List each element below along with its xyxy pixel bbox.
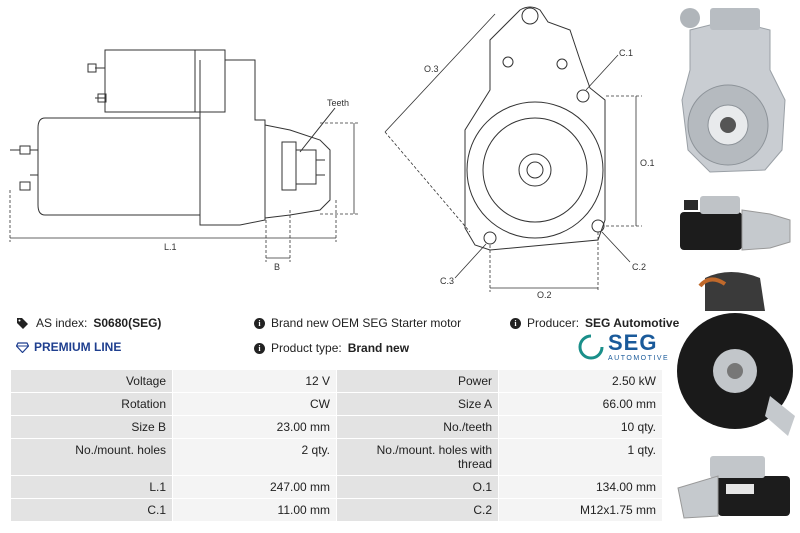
dim-c1-label: C.1 <box>619 48 633 58</box>
info-icon: i <box>254 317 265 329</box>
as-index-label: AS index: <box>36 316 88 330</box>
spec-value: 66.00 mm <box>498 392 663 416</box>
producer-label: Producer: <box>527 316 580 330</box>
table-row: No./mount. holes 2 qty. No./mount. holes… <box>10 438 663 476</box>
diamond-icon <box>16 341 29 353</box>
product-description: Brand new OEM SEG Starter motor <box>271 316 462 330</box>
product-photo-side-top[interactable] <box>670 190 800 262</box>
table-row: L.1 247.00 mm O.1 134.00 mm <box>10 475 663 499</box>
dim-o2-label: O.2 <box>537 290 552 300</box>
spec-label: O.1 <box>336 475 499 499</box>
spec-value: 2 qty. <box>172 438 337 476</box>
as-index-row: AS index: S0680(SEG) <box>16 316 161 330</box>
logo-sub-text: AUTOMOTIVE <box>608 355 670 362</box>
dim-c2-label: C.2 <box>632 262 646 272</box>
dim-l1-label: L.1 <box>164 242 177 252</box>
premium-line-badge: PREMIUM LINE <box>16 340 121 354</box>
logo-main-text: SEG <box>608 330 658 355</box>
spec-value: 10 qty. <box>498 415 663 439</box>
spec-label: Size B <box>10 415 173 439</box>
product-photo-rear[interactable] <box>670 266 800 444</box>
dim-b-label: B <box>274 262 280 272</box>
info-icon: i <box>254 342 265 354</box>
producer-value: SEG Automotive <box>585 316 680 330</box>
product-type-row: i Product type: Brand new <box>254 341 409 355</box>
producer-row: i Producer: SEG Automotive <box>510 316 679 330</box>
description-row: i Brand new OEM SEG Starter motor <box>254 316 461 330</box>
spec-value: 134.00 mm <box>498 475 663 499</box>
info-icon: i <box>510 317 521 329</box>
product-photo-side-bottom[interactable] <box>670 446 800 533</box>
seg-logo-mark-icon <box>578 334 604 360</box>
spec-label: Power <box>336 369 499 393</box>
spec-value: 11.00 mm <box>172 498 337 522</box>
dim-o3-label: O.3 <box>424 64 439 74</box>
dim-o1-label: O.1 <box>640 158 655 168</box>
front-view-drawing: O.3 C.1 O.1 C.2 C.3 O.2 <box>384 6 655 300</box>
table-row: Rotation CW Size A 66.00 mm <box>10 392 663 416</box>
spec-value: 12 V <box>172 369 337 393</box>
spec-value: 1 qty. <box>498 438 663 476</box>
spec-value: 2.50 kW <box>498 369 663 393</box>
spec-label: No./teeth <box>336 415 499 439</box>
spec-value: 23.00 mm <box>172 415 337 439</box>
spec-value: M12x1.75 mm <box>498 498 663 522</box>
table-row: Voltage 12 V Power 2.50 kW <box>10 369 663 393</box>
premium-line-text: PREMIUM LINE <box>34 340 122 354</box>
spec-label: Rotation <box>10 392 173 416</box>
as-index-value: S0680(SEG) <box>93 316 162 330</box>
side-view-drawing: Teeth A L.1 B <box>9 49 358 272</box>
product-type-value: Brand new <box>347 341 410 355</box>
tags-icon <box>17 318 28 329</box>
product-type-label: Product type: <box>271 341 342 355</box>
product-photo-front[interactable] <box>670 0 800 188</box>
dim-c3-label: C.3 <box>440 276 454 286</box>
spec-value: CW <box>172 392 337 416</box>
teeth-label: Teeth <box>327 98 349 108</box>
table-row: Size B 23.00 mm No./teeth 10 qty. <box>10 415 663 439</box>
spec-label: No./mount. holes with thread <box>336 438 499 476</box>
seg-logo: SEG AUTOMOTIVE <box>578 332 669 362</box>
spec-label: C.2 <box>336 498 499 522</box>
spec-label: Size A <box>336 392 499 416</box>
spec-label: C.1 <box>10 498 173 522</box>
spec-label: No./mount. holes <box>10 438 173 476</box>
spec-label: Voltage <box>10 369 173 393</box>
specs-table: Voltage 12 V Power 2.50 kW Rotation CW S… <box>10 369 663 522</box>
spec-label: L.1 <box>10 475 173 499</box>
spec-value: 247.00 mm <box>172 475 337 499</box>
table-row: C.1 11.00 mm C.2 M12x1.75 mm <box>10 498 663 522</box>
